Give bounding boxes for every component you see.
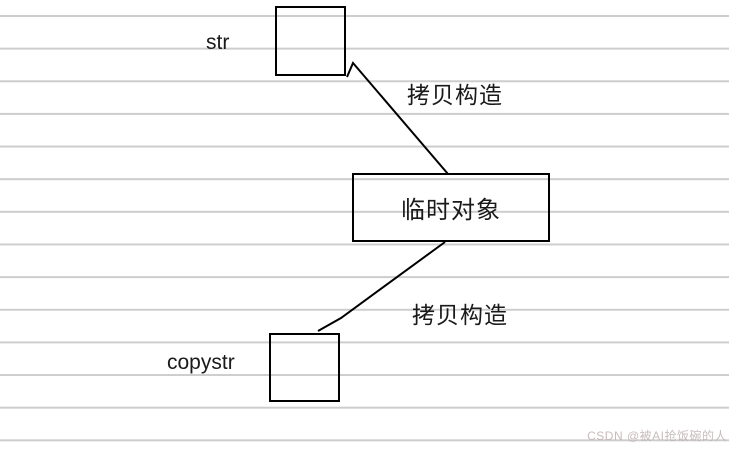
copy-construct-label-top: 拷贝构造 bbox=[407, 82, 503, 108]
temp-object-label: 临时对象 bbox=[401, 197, 501, 224]
copystr-label: copystr bbox=[167, 351, 235, 374]
str-label: str bbox=[206, 31, 230, 54]
csdn-watermark: CSDN @被AI抢饭碗的人 bbox=[587, 429, 727, 443]
str-box bbox=[275, 6, 346, 76]
copy-construct-label-bottom: 拷贝构造 bbox=[412, 302, 508, 328]
copystr-box bbox=[269, 333, 340, 402]
temp-object-box: 临时对象 bbox=[352, 173, 550, 242]
